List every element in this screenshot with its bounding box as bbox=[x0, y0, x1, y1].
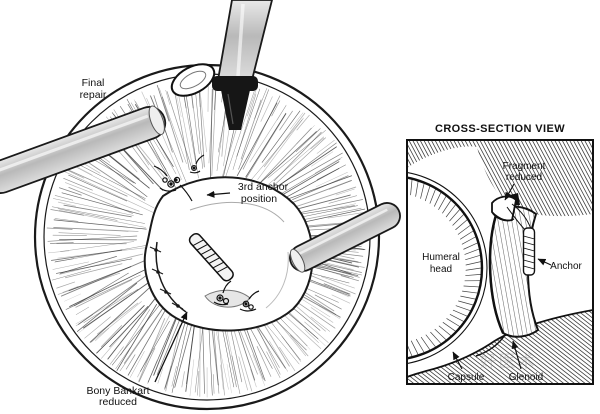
humeral-head-rim-hatching bbox=[407, 179, 482, 357]
fragment-line1: Fragment bbox=[503, 161, 546, 172]
label-fragment-reduced: Fragment reduced bbox=[503, 161, 546, 201]
main-arthroscopic-view: Final repair 3rd anchor position Bony Ba… bbox=[0, 0, 401, 411]
bony-fragment bbox=[491, 195, 517, 222]
arthroscope-shaft bbox=[216, 0, 273, 81]
inset-title: CROSS-SECTION VIEW bbox=[435, 123, 565, 135]
inset-anchor-screw bbox=[506, 203, 536, 276]
humeral-head-outline bbox=[407, 176, 484, 360]
anchor-label: Anchor bbox=[550, 261, 582, 272]
capsule-label: Capsule bbox=[448, 372, 485, 383]
label-anchor: Anchor bbox=[537, 258, 583, 272]
inferior-capsule-line bbox=[475, 334, 506, 357]
humeral-line2: head bbox=[430, 264, 452, 275]
glenoid-arrow bbox=[511, 340, 522, 370]
third-anchor-arrow bbox=[206, 190, 231, 198]
glenoid-cavity bbox=[143, 176, 314, 332]
label-glenoid: Glenoid bbox=[509, 340, 543, 383]
fragment-fracture-line bbox=[491, 211, 515, 221]
cannula-opening-inner bbox=[179, 70, 207, 90]
bony-bankart-line1: Bony Bankart bbox=[86, 385, 149, 397]
third-anchor-line1: 3rd anchor bbox=[238, 181, 289, 193]
glenoid-label: Glenoid bbox=[509, 372, 543, 383]
capsule-inferior-border bbox=[407, 309, 593, 378]
glenoid-articular-edge bbox=[488, 211, 505, 334]
anchor-arrow bbox=[537, 258, 552, 266]
final-repair-line2: repair bbox=[80, 89, 107, 101]
suture-knot-superior2 bbox=[189, 154, 205, 174]
right-cannula bbox=[289, 202, 401, 273]
third-anchor-line2: position bbox=[241, 193, 277, 205]
watermark: 好医术 bbox=[480, 352, 537, 371]
label-final-repair: Final repair bbox=[80, 77, 107, 101]
cavity-contour-line2 bbox=[265, 251, 289, 309]
suture-knot-inferior2 bbox=[239, 290, 260, 312]
left-cannula bbox=[0, 105, 167, 194]
inset-border bbox=[406, 139, 594, 385]
fragment-arrow bbox=[504, 183, 515, 201]
bony-bankart-line2: reduced bbox=[99, 396, 137, 408]
final-repair-line1: Final bbox=[82, 77, 105, 89]
label-humeral-head: Humeral head bbox=[422, 252, 460, 275]
suture-knot-inferior1 bbox=[213, 280, 232, 306]
inset-drawing: 好医术 bbox=[407, 140, 593, 384]
suture-knot-superior bbox=[153, 165, 193, 202]
humeral-head-cortex bbox=[407, 171, 488, 365]
capsule-arrow bbox=[452, 351, 463, 370]
label-capsule: Capsule bbox=[448, 351, 485, 383]
fragment-line2: reduced bbox=[506, 172, 542, 183]
humeral-line1: Humeral bbox=[422, 252, 460, 263]
label-third-anchor: 3rd anchor position bbox=[206, 181, 289, 205]
suture-anchor-screw bbox=[188, 233, 234, 282]
arthroscope-tip bbox=[212, 76, 258, 130]
cavity-contour-line bbox=[189, 201, 285, 223]
cross-section-inset: CROSS-SECTION VIEW bbox=[406, 123, 594, 385]
bony-bankart-arrow bbox=[154, 311, 188, 383]
label-bony-bankart: Bony Bankart reduced bbox=[86, 311, 188, 408]
labral-stitches bbox=[149, 246, 184, 310]
